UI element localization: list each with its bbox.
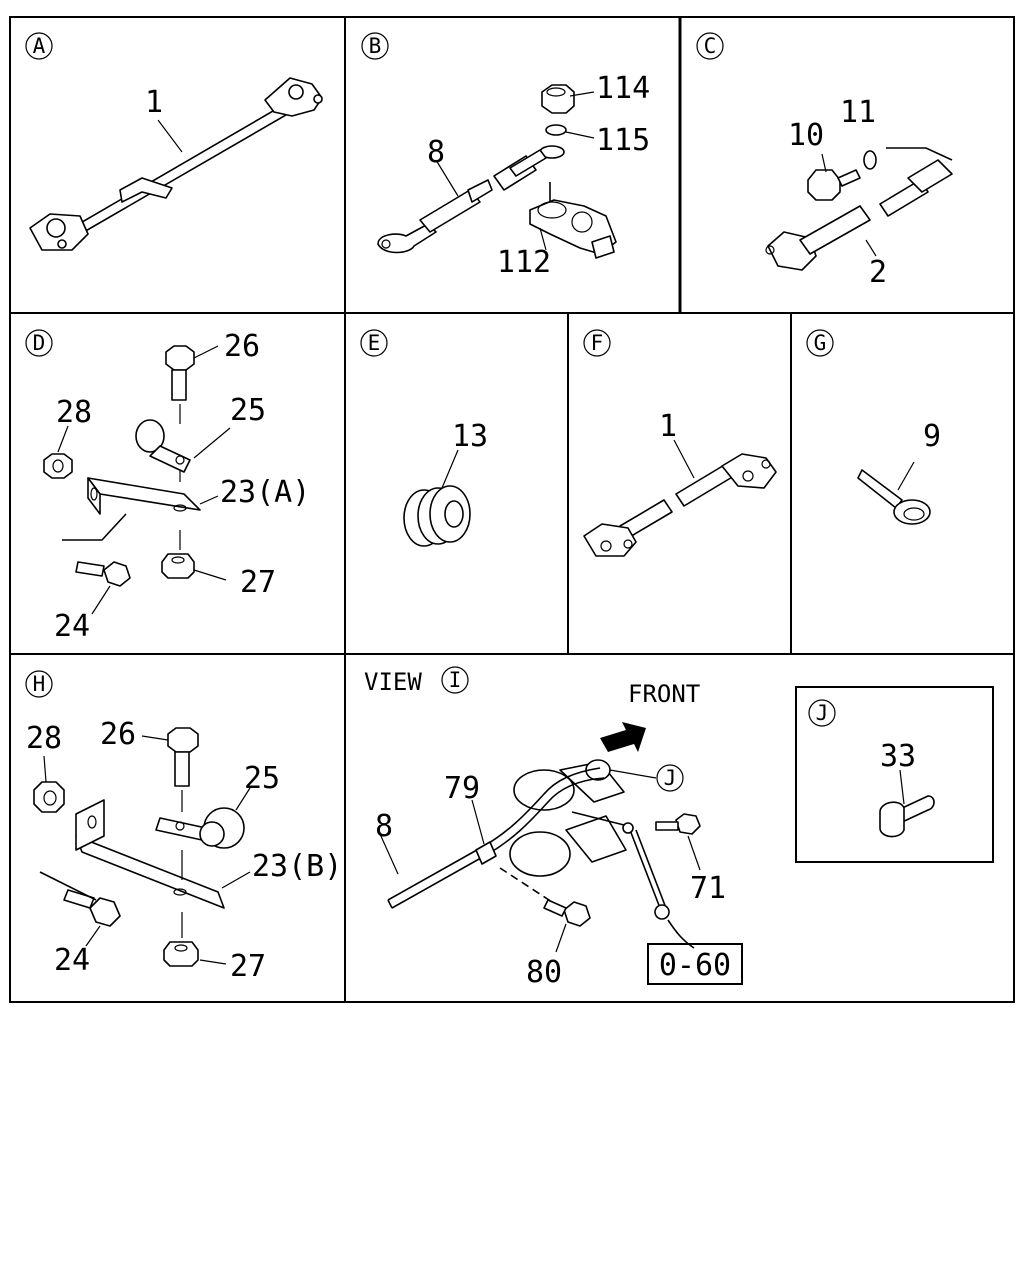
panel-d: D	[25, 329, 310, 644]
panel-a-id-circle: A	[25, 32, 53, 60]
callout-80: 80	[526, 955, 562, 990]
panel-i-id-circle: I	[441, 666, 469, 694]
battery-cable-f	[583, 439, 777, 557]
bolt-24-h	[39, 871, 121, 947]
panel-g-id-circle: G	[806, 329, 834, 357]
panel-f-id-circle: F	[583, 329, 611, 357]
callout-71: 71	[690, 871, 726, 906]
callout-2: 2	[869, 255, 887, 290]
front-arrow-icon	[600, 722, 646, 752]
ref-box-0-60: 0-60	[647, 943, 743, 985]
panel-b-id: B	[369, 34, 382, 58]
panel-f: F 1	[583, 329, 777, 557]
panel-d-id-circle: D	[25, 329, 53, 357]
cable-8-i	[379, 767, 605, 909]
callout-11: 11	[840, 95, 876, 130]
callout-1: 1	[145, 85, 163, 120]
callout-24-d: 24	[54, 609, 90, 644]
callout-112: 112	[497, 245, 551, 280]
clip-25-d	[135, 419, 231, 473]
terminal-112	[529, 182, 617, 259]
terminal-cap-33	[879, 769, 935, 838]
bolt-71	[655, 813, 701, 871]
panel-h-id: H	[33, 672, 46, 696]
callout-33: 33	[880, 739, 916, 774]
clip-9	[857, 461, 931, 525]
panel-h: H	[25, 670, 342, 984]
panel-f-id: F	[591, 331, 604, 355]
panel-i-id: I	[449, 668, 462, 692]
panel-c: C 10 11 2	[696, 32, 953, 290]
bracket-23a	[87, 470, 219, 515]
callout-28-h: 28	[26, 721, 62, 756]
panel-i: VIEW I FRONT	[364, 666, 743, 990]
callout-115: 115	[596, 123, 650, 158]
callout-j-marker: J	[609, 764, 684, 792]
callout-25-h: 25	[244, 761, 280, 796]
grommet-13	[403, 449, 471, 547]
callout-79: 79	[444, 771, 480, 806]
callout-27-d: 27	[240, 565, 276, 600]
panel-b-id-circle: B	[361, 32, 389, 60]
callout-9: 9	[923, 419, 941, 454]
bolt-24-d	[62, 513, 131, 615]
panel-a-id: A	[33, 34, 46, 58]
panel-j-id-circle: J	[808, 699, 836, 727]
callout-8: 8	[427, 135, 445, 170]
callout-1-f: 1	[659, 409, 677, 444]
panel-e: E 13	[360, 329, 488, 547]
bolt-10	[807, 153, 861, 201]
panel-h-id-circle: H	[25, 670, 53, 698]
callout-26-d: 26	[224, 329, 260, 364]
bracket-23b	[75, 799, 251, 909]
callout-27-h: 27	[230, 949, 266, 984]
panel-b: B 114 115 8	[361, 32, 650, 280]
nut-27-h	[163, 912, 227, 967]
front-label: FRONT	[628, 680, 700, 708]
panel-j: J 33	[795, 686, 994, 863]
nut-28-d	[43, 425, 73, 479]
panel-c-id: C	[704, 34, 717, 58]
panel-e-id: E	[368, 331, 381, 355]
callout-8-i: 8	[375, 809, 393, 844]
callout-13: 13	[452, 419, 488, 454]
callout-24-h: 24	[54, 943, 90, 978]
ref-box-label: 0-60	[659, 948, 731, 983]
washer-11	[863, 150, 877, 170]
battery-cable-a	[29, 77, 323, 251]
callout-28-d: 28	[56, 395, 92, 430]
bolt-26-d	[165, 345, 219, 424]
callout-j-letter: J	[664, 766, 677, 790]
view-label: VIEW	[364, 668, 422, 696]
callout-23a: 23(A)	[220, 475, 310, 510]
ground-cable	[622, 822, 695, 949]
nut-27-d	[161, 530, 227, 581]
panel-grid	[9, 16, 1015, 1003]
callout-25-d: 25	[230, 393, 266, 428]
callout-23b: 23(B)	[252, 849, 342, 884]
nut-28-h	[33, 755, 65, 813]
callout-114: 114	[596, 71, 650, 106]
bolt-26-h	[141, 727, 199, 812]
panel-e-id-circle: E	[360, 329, 388, 357]
lock-washer-115	[545, 124, 595, 139]
cable-2	[765, 147, 953, 271]
starter-motor	[509, 759, 629, 877]
callout-10: 10	[788, 118, 824, 153]
cable-8	[377, 149, 547, 254]
panel-j-id: J	[816, 701, 829, 725]
nut-114	[541, 84, 595, 114]
bolt-80	[499, 867, 591, 953]
panel-g: G 9	[806, 329, 941, 525]
panel-a: A 1	[25, 32, 323, 251]
callout-26-h: 26	[100, 717, 136, 752]
panel-d-id: D	[33, 331, 46, 355]
panel-g-id: G	[814, 331, 827, 355]
panel-c-id-circle: C	[696, 32, 724, 60]
clip-25-h	[155, 787, 251, 849]
